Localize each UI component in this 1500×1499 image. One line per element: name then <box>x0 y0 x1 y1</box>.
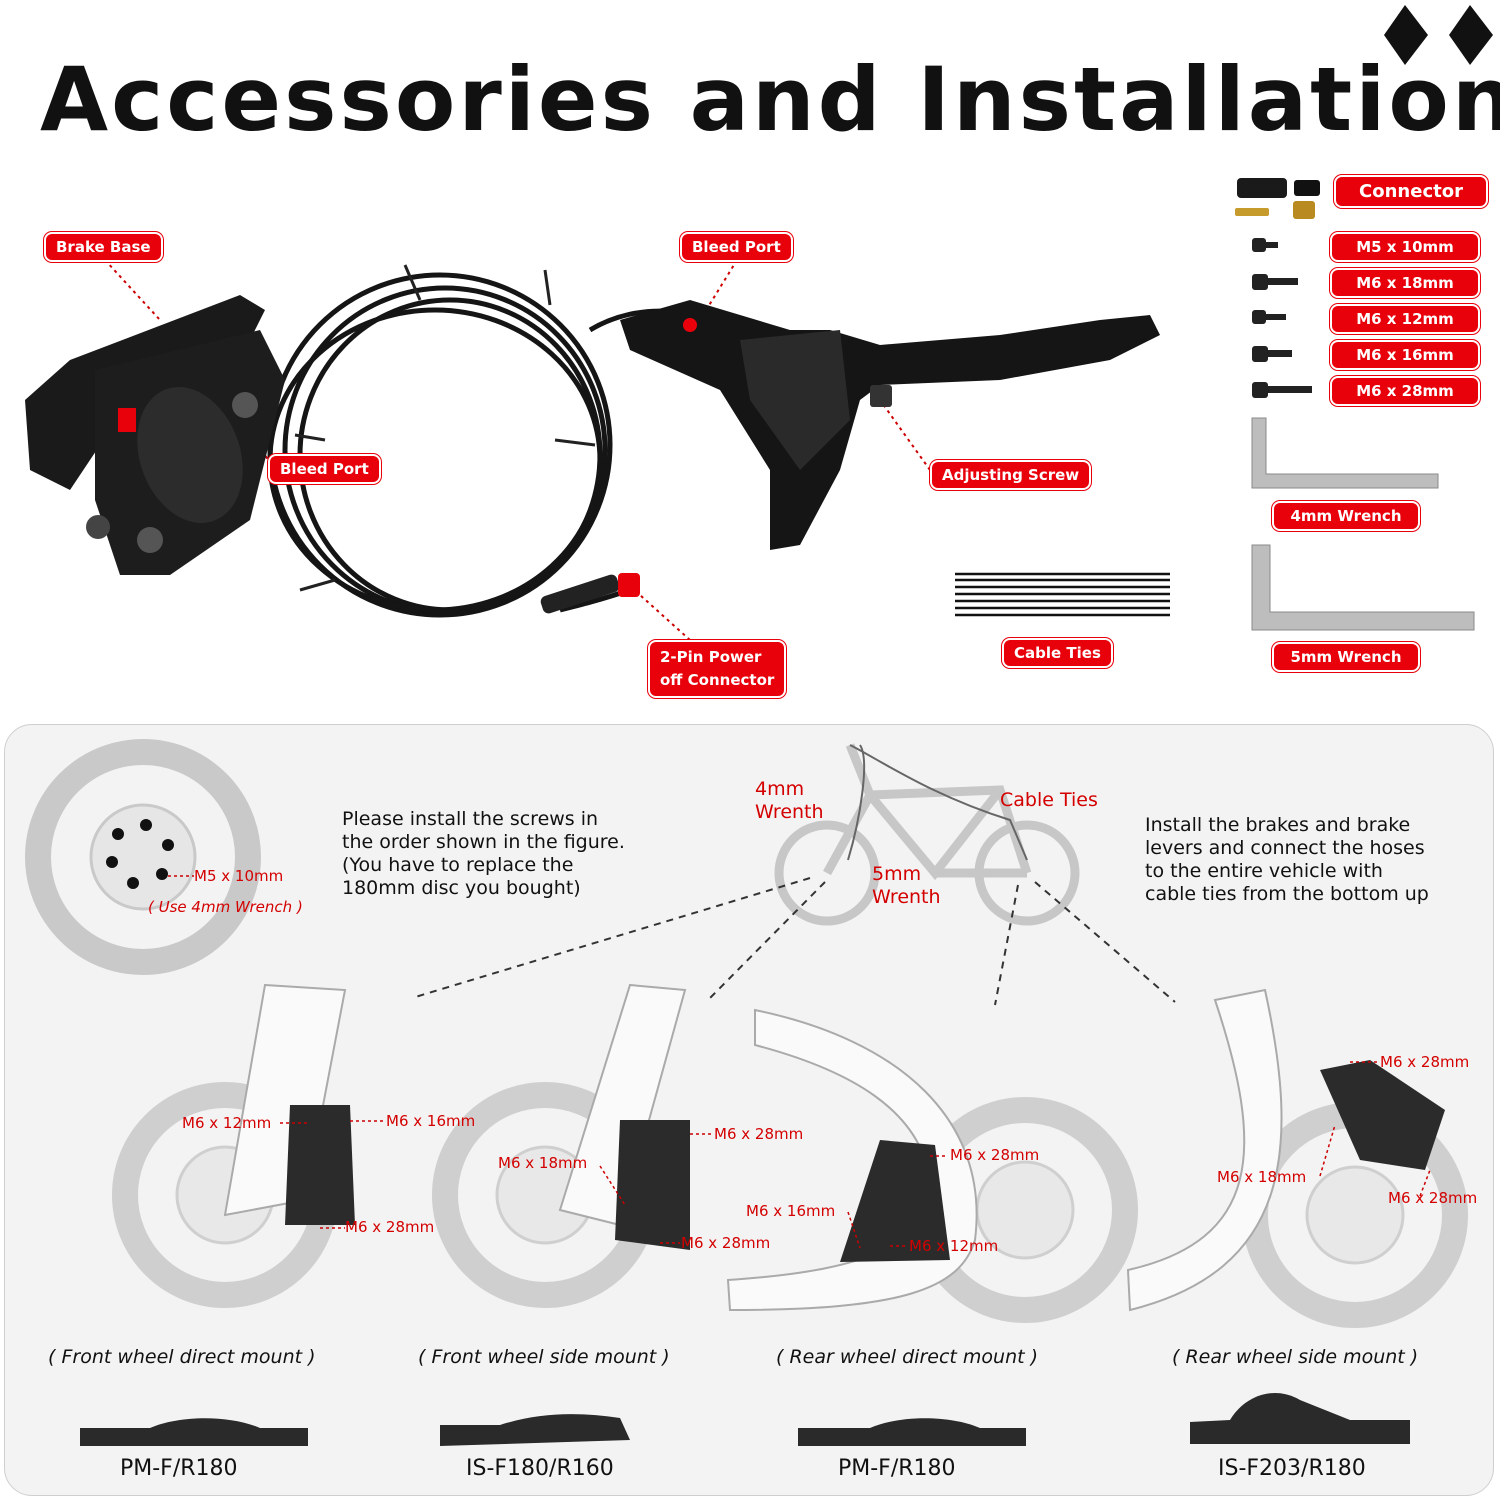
hose-note-line4: cable ties from the bottom up <box>1145 883 1429 905</box>
mount2-label-1: M6 x 28mm <box>714 1125 804 1143</box>
mount4-label-2: M6 x 18mm <box>1217 1168 1307 1186</box>
bleed-port-caliper-tag: Bleed Port <box>270 456 379 482</box>
bike-5mm-line2: Wrenth <box>872 886 941 908</box>
power-connector-tag: 2-Pin Power off Connector <box>650 642 785 696</box>
mount3-label-3: M6 x 12mm <box>909 1237 999 1255</box>
mount2-caption: ( Front wheel side mount ) <box>418 1346 670 1368</box>
disc-note-line2: the order shown in the figure. <box>342 831 625 853</box>
bike-4mm-line2: Wrenth <box>755 801 824 823</box>
adapter4-name: IS-F203/R180 <box>1218 1456 1366 1481</box>
wrench-4mm-tag: 4mm Wrench <box>1274 503 1418 529</box>
mount2-label-2: M6 x 18mm <box>498 1154 588 1172</box>
power-connector-line2: off Connector <box>660 671 775 689</box>
adapter1-name: PM-F/R180 <box>120 1456 238 1481</box>
disc-note: Please install the screws in the order s… <box>342 808 625 900</box>
brake-kit-illustration <box>25 178 1475 641</box>
connector-tag: Connector <box>1336 177 1486 206</box>
disc-note-line4: 180mm disc you bought) <box>342 877 581 899</box>
mount2-label-3: M6 x 28mm <box>681 1234 771 1252</box>
bike-4mm-label: 4mm Wrenth <box>755 778 824 824</box>
screw-tag-4: M6 x 16mm <box>1332 342 1478 368</box>
cable-ties-tag: Cable Ties <box>1004 640 1111 666</box>
mount1-label-1: M6 x 12mm <box>182 1114 272 1132</box>
mount4-label-3: M6 x 28mm <box>1388 1189 1478 1207</box>
mount1-label-3: M6 x 28mm <box>345 1218 435 1236</box>
disc-wrench-label: ( Use 4mm Wrench ) <box>148 898 303 916</box>
screw-tag-5: M6 x 28mm <box>1332 378 1478 404</box>
adapter2-name: IS-F180/R160 <box>466 1456 614 1481</box>
hose-note-line2: levers and connect the hoses <box>1145 837 1425 859</box>
screw-tag-3: M6 x 12mm <box>1332 306 1478 332</box>
bike-ties-label: Cable Ties <box>1000 789 1098 811</box>
bike-5mm-line1: 5mm <box>872 863 922 885</box>
disc-note-line3: (You have to replace the <box>342 854 574 876</box>
hose-note-line1: Install the brakes and brake <box>1145 814 1411 836</box>
bike-5mm-label: 5mm Wrenth <box>872 863 941 909</box>
mount4-caption: ( Rear wheel side mount ) <box>1172 1346 1419 1368</box>
screw-tag-2: M6 x 18mm <box>1332 270 1478 296</box>
screw-tag-1: M5 x 10mm <box>1332 234 1478 260</box>
adjusting-screw-tag: Adjusting Screw <box>932 462 1090 488</box>
page-title: Accessories and Installation <box>40 48 1500 151</box>
adapter3-name: PM-F/R180 <box>838 1456 956 1481</box>
bike-4mm-line1: 4mm <box>755 778 805 800</box>
hose-note-line3: to the entire vehicle with <box>1145 860 1383 882</box>
bleed-port-lever-tag: Bleed Port <box>682 234 791 260</box>
disc-note-line1: Please install the screws in <box>342 808 599 830</box>
mount3-caption: ( Rear wheel direct mount ) <box>776 1346 1039 1368</box>
wrench-5mm-tag: 5mm Wrench <box>1274 644 1418 670</box>
mount1-label-2: M6 x 16mm <box>386 1112 476 1130</box>
mount3-label-1: M6 x 28mm <box>950 1146 1040 1164</box>
power-connector-line1: 2-Pin Power <box>660 648 762 666</box>
disc-screw-label: M5 x 10mm <box>194 867 284 885</box>
mount3-label-2: M6 x 16mm <box>746 1202 836 1220</box>
mount4-label-1: M6 x 28mm <box>1380 1053 1470 1071</box>
hose-note: Install the brakes and brake levers and … <box>1145 814 1429 906</box>
mount1-caption: ( Front wheel direct mount ) <box>48 1346 316 1368</box>
brake-base-tag: Brake Base <box>46 234 161 260</box>
